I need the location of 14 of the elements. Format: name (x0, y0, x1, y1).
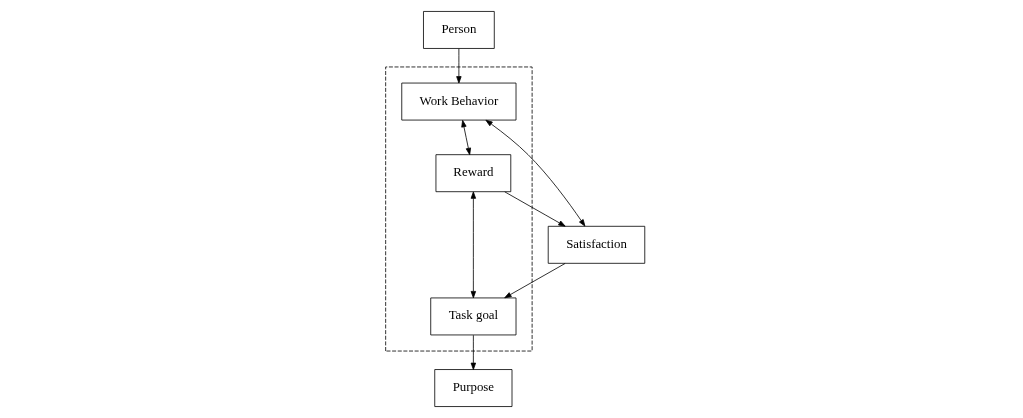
node-box: Work Behavior (400, 82, 516, 121)
node-box: Task goal (429, 297, 516, 336)
cluster (384, 66, 532, 352)
node-box: Satisfaction (547, 225, 645, 264)
arrow (503, 191, 566, 227)
node-box: Person (422, 11, 495, 49)
node-box: Reward (435, 154, 511, 193)
arrow (485, 119, 585, 227)
arrow (470, 191, 476, 299)
node-box: Purpose (433, 369, 512, 407)
arrow (460, 120, 471, 156)
arrow (470, 334, 476, 370)
arrow (455, 48, 462, 84)
arrow (503, 263, 565, 299)
